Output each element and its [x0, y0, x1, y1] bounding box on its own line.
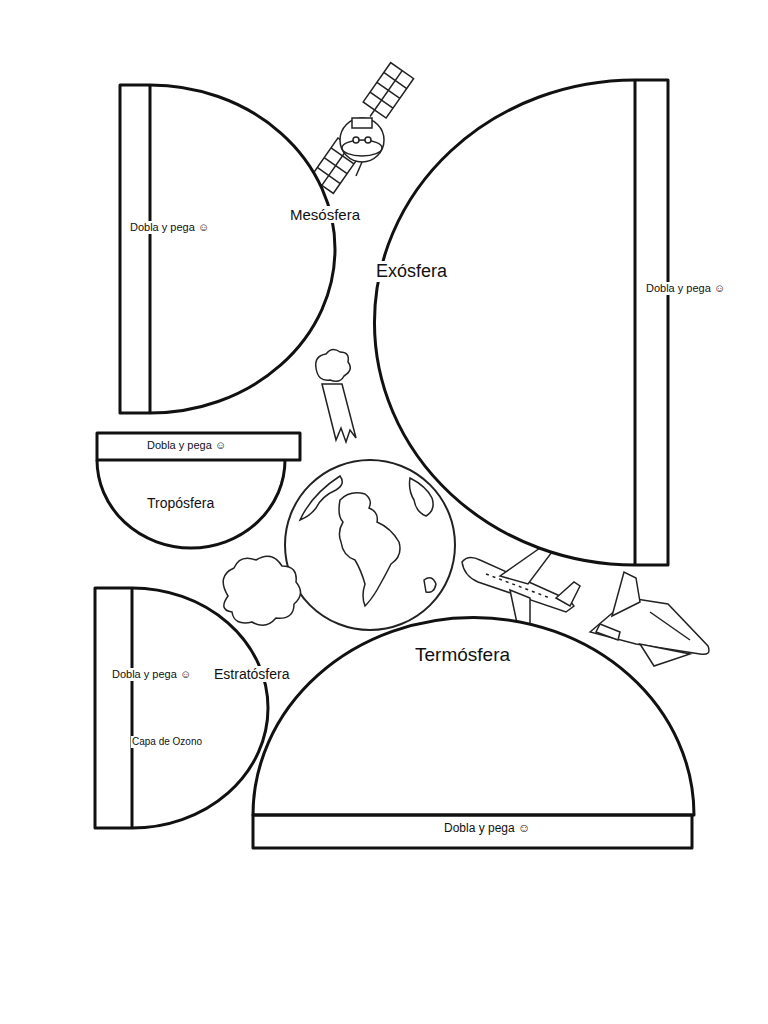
cutout-shape [97, 433, 300, 460]
layer-name: Exósfera [375, 261, 448, 282]
cutout-shape [253, 618, 694, 815]
space-shuttle-drawing [590, 572, 709, 666]
fold-instruction: Dobla y pega ☺ [146, 439, 227, 452]
stratosphere-cutout: Dobla y pega ☺EstratósferaCapa de Ozono [91, 584, 275, 832]
cutout-outline [370, 76, 672, 569]
fold-instruction: Dobla y pega ☺ [111, 668, 192, 681]
exosphere-cutout: ExósferaDobla y pega ☺ [370, 76, 672, 569]
cutout-shape [120, 85, 335, 413]
fold-tab-line [97, 460, 285, 548]
fold-instruction: Dobla y pega ☺ [645, 282, 726, 295]
cutout-shape [95, 588, 268, 828]
fold-instruction: Capa de Ozono [131, 736, 203, 748]
thermosphere-cutout: TermósferaDobla y pega ☺ [249, 614, 699, 852]
fold-tab-line [253, 815, 692, 848]
cutout-outline [116, 81, 342, 417]
satellite-drawing [310, 63, 413, 194]
mesosphere-cutout: Dobla y pega ☺Mesósfera [116, 81, 342, 417]
layer-name: Estratósfera [213, 666, 290, 682]
airplane-drawing [462, 548, 580, 628]
layer-name: Mesósfera [289, 206, 361, 223]
earth-drawing [285, 460, 455, 630]
cloud-drawing [223, 556, 300, 625]
fold-instruction: Dobla y pega ☺ [443, 822, 531, 836]
fold-tab-line [131, 588, 134, 828]
layer-name: Termósfera [414, 644, 511, 666]
fold-tab-line [149, 85, 152, 413]
fold-instruction: Dobla y pega ☺ [129, 221, 210, 234]
cutout-outline [91, 584, 275, 832]
meteor-drawing [316, 349, 356, 442]
fold-tab-line [634, 80, 637, 565]
troposphere-cutout: Dobla y pega ☺ Tropósfera [93, 429, 304, 553]
layer-name: Tropósfera [146, 495, 215, 511]
cutout-shape [374, 80, 668, 565]
